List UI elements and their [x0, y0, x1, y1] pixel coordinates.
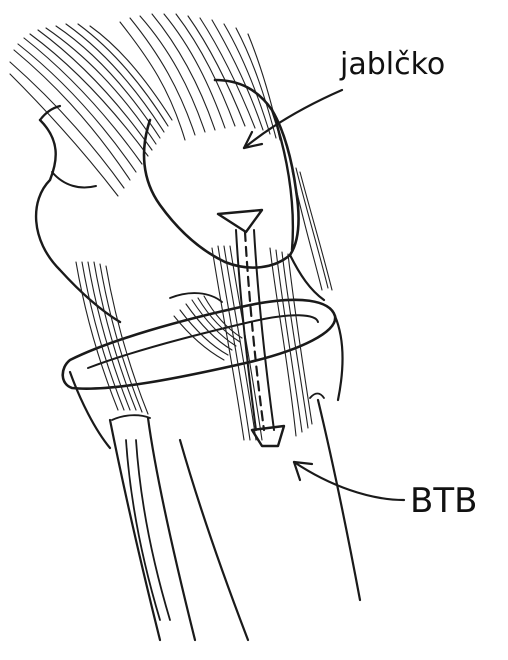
quadriceps-tendon [120, 14, 280, 140]
btb-label: BTB [410, 481, 477, 521]
btb-label-group: BTB [294, 462, 477, 521]
femur-condyle [36, 106, 120, 322]
patella-label: jablčko [339, 47, 445, 82]
btb-arrow [294, 462, 404, 500]
collateral-ligament [76, 262, 148, 414]
vastus-fibers [10, 24, 172, 196]
tibia-fibula [110, 394, 360, 641]
